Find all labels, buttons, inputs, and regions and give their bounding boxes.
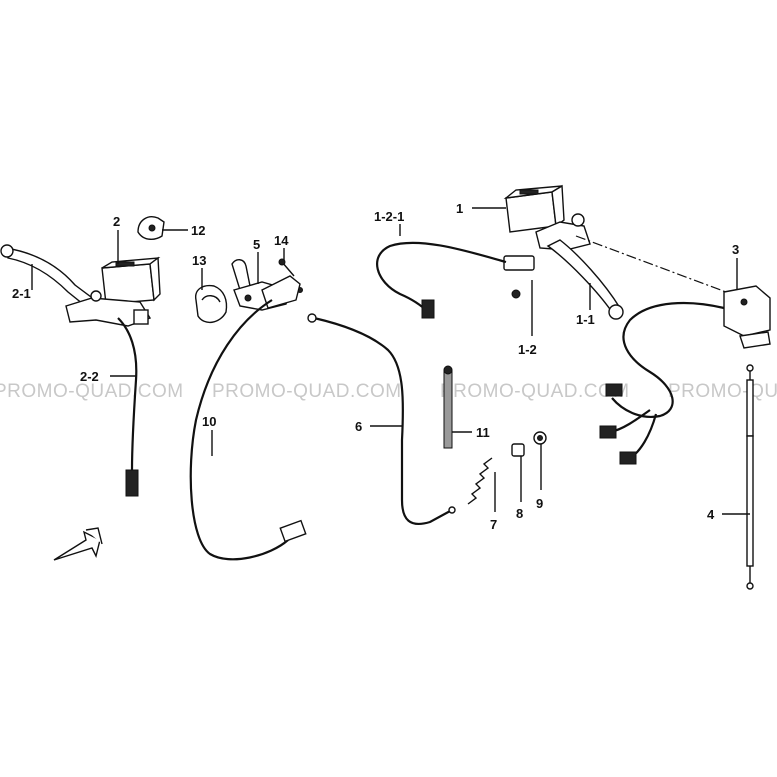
switch-10-connector [279, 519, 307, 543]
watermark-4: PROMO-QUAD.COM [668, 381, 777, 402]
arrow-bracket [85, 527, 103, 545]
label-4: 4 [707, 507, 715, 522]
nut-8[interactable] [511, 443, 525, 457]
alignment-line [575, 235, 727, 293]
cable-6-end-b [448, 506, 456, 514]
watermark-3: PROMO-QUAD.COM [440, 381, 630, 402]
label-5: 5 [253, 237, 260, 252]
watermark-2: PROMO-QUAD.COM [212, 381, 402, 402]
left-brake-master-cylinder[interactable] [0, 244, 161, 497]
throttle-switch-collar [739, 331, 771, 349]
cable-6-end-a [307, 313, 317, 323]
harness-connector-a [605, 383, 623, 397]
label-6: 6 [355, 419, 362, 434]
right-reservoir-side [551, 184, 565, 228]
wire-1-2-1-connector [421, 299, 435, 319]
clamp-13-inner [201, 295, 221, 303]
cable-4-upper-sheath [746, 379, 754, 437]
brake-switch-screw [511, 289, 521, 299]
label-9: 9 [536, 496, 543, 511]
bolt-11-head [443, 365, 453, 375]
left-reservoir-side [149, 256, 161, 302]
right-lever-ball-end [608, 304, 624, 320]
cable-4-bottom-end [746, 582, 754, 590]
handlebar-clamp-13[interactable] [195, 284, 228, 323]
left-wire-connector [125, 469, 139, 497]
label-8: 8 [516, 506, 523, 521]
left-lever-ball-end [0, 244, 14, 258]
label-1-2-1: 1-2-1 [374, 209, 404, 224]
right-pivot-bolt [571, 213, 585, 227]
left-brake-switch-wire [117, 317, 138, 471]
direction-arrow [53, 527, 103, 561]
bolt-11-shaft [443, 369, 453, 449]
spring-7[interactable] [467, 457, 493, 505]
brake-switch-1-2 [503, 255, 535, 271]
clamp-13-body [195, 284, 228, 323]
label-13: 13 [192, 253, 206, 268]
right-brake-master-cylinder[interactable] [376, 184, 624, 320]
cable-4-lower-sheath [746, 435, 754, 567]
brake-switch-wire-1-2-1 [376, 241, 507, 313]
cable-4-top-end [746, 364, 754, 372]
clamp-12-hole [148, 224, 156, 232]
right-master-body [535, 221, 591, 251]
harness-connector-b [599, 425, 617, 439]
throttle-harness [611, 301, 725, 418]
label-12: 12 [191, 223, 205, 238]
right-brake-lever[interactable] [546, 239, 621, 313]
cap-9[interactable] [533, 431, 547, 445]
label-10: 10 [202, 414, 216, 429]
label-1-1: 1-1 [576, 312, 595, 327]
bolt-11[interactable] [443, 365, 453, 449]
throttle-switch-screw [740, 298, 748, 306]
throttle-switch-body [723, 285, 771, 337]
label-2-2: 2-2 [80, 369, 99, 384]
left-reservoir [101, 263, 155, 305]
left-clamp [133, 309, 149, 325]
label-2-1: 2-1 [12, 286, 31, 301]
left-pivot-bolt [90, 290, 102, 302]
handlebar-clamp-12[interactable] [137, 216, 165, 240]
spring-7-coil [467, 457, 493, 505]
housing-5-lever [231, 259, 251, 291]
label-2: 2 [113, 214, 120, 229]
label-3: 3 [732, 242, 739, 257]
cable-6-path [313, 316, 453, 526]
label-11: 11 [476, 425, 490, 440]
throttle-cable-4[interactable] [746, 364, 754, 590]
switch-10-wire [189, 299, 289, 561]
left-reservoir-cap [115, 261, 135, 267]
label-1-2: 1-2 [518, 342, 537, 357]
right-reservoir-cap [519, 189, 539, 195]
label-7: 7 [490, 517, 497, 532]
label-1: 1 [456, 201, 463, 216]
cap-9-center [537, 435, 543, 441]
throttle-cable-6[interactable] [307, 313, 456, 526]
switch-10[interactable] [189, 275, 307, 561]
screw-14-a-head [278, 258, 286, 266]
right-reservoir [505, 191, 557, 233]
housing-5-hole [244, 294, 252, 302]
watermark-1: PROMO-QUAD.COM [0, 381, 184, 402]
throttle-switch-3[interactable] [599, 285, 771, 465]
harness-connector-c [619, 451, 637, 465]
label-14: 14 [274, 233, 289, 248]
